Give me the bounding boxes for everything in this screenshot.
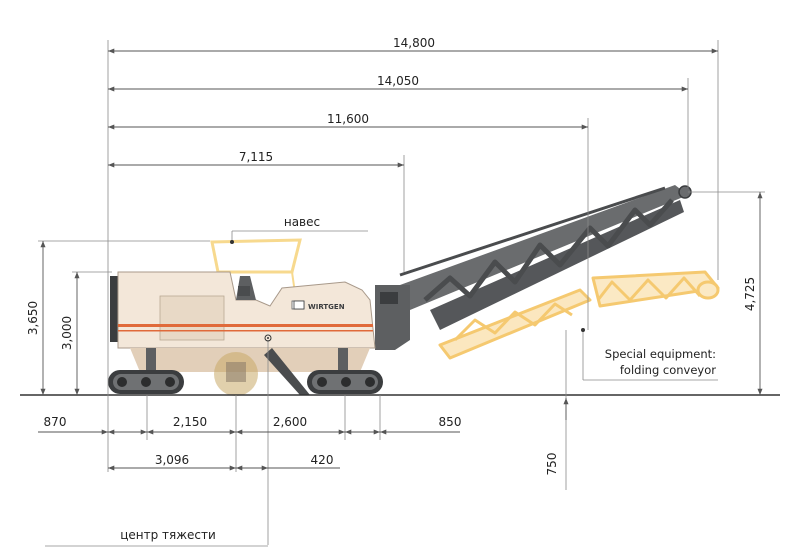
dim-front-to-drum: 2,150	[173, 415, 207, 429]
center-of-gravity-label: центр тяжести	[120, 528, 216, 542]
dim-front-to-cog: 3,096	[155, 453, 189, 467]
dim-conveyor-start-length: 7,115	[239, 150, 273, 164]
dim-height-cab: 3,000	[60, 316, 74, 350]
dim-front-overhang: 870	[44, 415, 67, 429]
brand-logo-text: WIRTGEN	[308, 303, 345, 311]
special-equipment-label-line2: folding conveyor	[620, 363, 716, 377]
special-equipment-label-line1: Special equipment:	[605, 347, 716, 361]
leader-lines	[45, 230, 718, 547]
top-dimensions	[108, 48, 718, 168]
main-conveyor	[375, 185, 692, 350]
dim-height-canopy: 3,650	[26, 301, 40, 335]
dim-drum-to-rear-track: 2,600	[273, 415, 307, 429]
rear-track	[307, 348, 383, 394]
folded-conveyor-ghost	[438, 270, 720, 360]
dim-ground-clearance: 750	[545, 453, 559, 476]
canopy-label: навес	[284, 215, 320, 229]
front-track	[108, 348, 184, 394]
dim-rear-overhang: 850	[439, 415, 462, 429]
bottom-dimensions	[38, 429, 460, 471]
dim-conveyor-end-length: 11,600	[327, 112, 369, 126]
brand-badge: WIRTGEN	[293, 300, 345, 311]
vertical-dimensions	[40, 192, 763, 420]
dim-height-conveyor: 4,725	[743, 277, 757, 311]
dim-cog-offset: 420	[311, 453, 334, 467]
dim-conveyor-tip-length: 14,050	[377, 74, 419, 88]
dim-total-length: 14,800	[393, 36, 435, 50]
